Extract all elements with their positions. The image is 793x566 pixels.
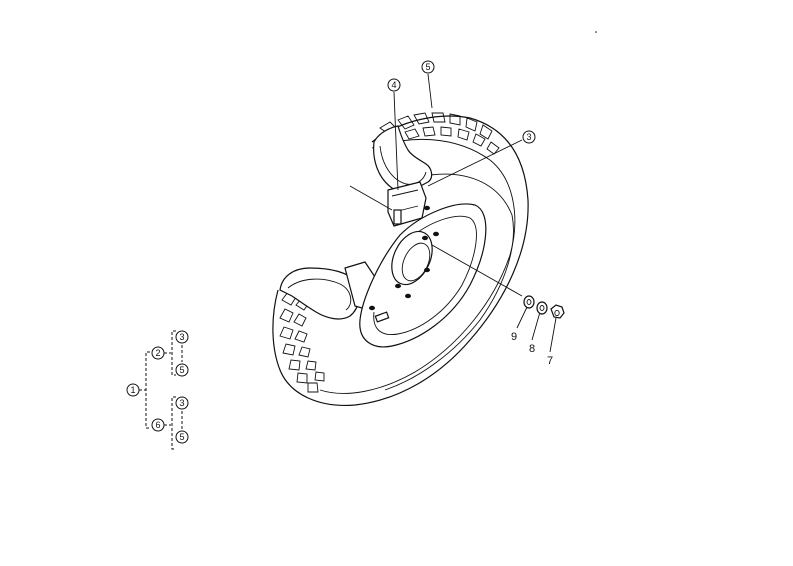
tree-branch-b-bottom: 5 — [179, 432, 184, 442]
rim — [359, 203, 487, 348]
callout-rim: 3 — [522, 130, 536, 144]
bolt-holes — [369, 205, 439, 311]
tree-branch-b-top: 3 — [179, 398, 184, 408]
lock-washer-8 — [536, 301, 548, 315]
nut-7 — [550, 304, 565, 319]
label-nut: 7 — [547, 355, 553, 367]
callout-tire: 5 — [421, 60, 435, 74]
label-washer: 9 — [511, 331, 517, 343]
rim-valve — [374, 311, 390, 323]
tire-cutaway-top — [373, 125, 433, 192]
tree-branch-a-top: 3 — [179, 332, 184, 342]
tree-root: 1 — [130, 385, 135, 395]
callout-tube: 4 — [387, 78, 401, 92]
stray-dot — [595, 31, 597, 33]
label-lock-washer: 8 — [529, 343, 535, 355]
tree-branch-b: 6 — [155, 420, 160, 430]
svg-text:4: 4 — [391, 80, 396, 90]
svg-text:3: 3 — [526, 132, 531, 142]
washer-9 — [523, 295, 535, 309]
svg-text:5: 5 — [425, 62, 430, 72]
valve-stem — [393, 209, 402, 225]
leader-lines — [349, 73, 557, 353]
tree-branch-a: 2 — [155, 348, 160, 358]
tree-branch-a-bottom: 5 — [179, 365, 184, 375]
assembly-tree: 1 2 3 5 6 3 5 — [126, 330, 189, 450]
